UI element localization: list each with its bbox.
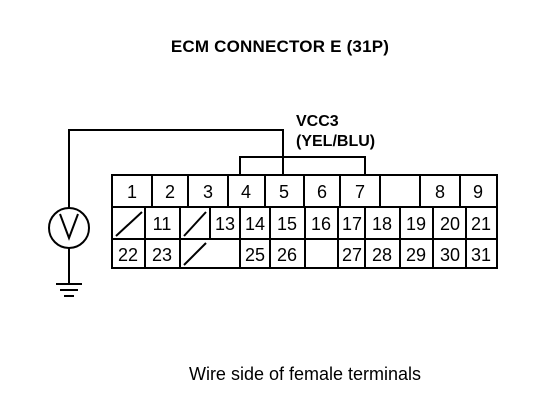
- terminal-label: 2: [165, 182, 175, 202]
- terminal-label: 11: [153, 214, 172, 234]
- voltmeter-icon: [48, 207, 90, 249]
- terminal-label: 14: [245, 214, 265, 234]
- terminal-label: 30: [440, 245, 460, 265]
- terminal-label: 17: [342, 214, 362, 234]
- terminal-label: 27: [342, 245, 362, 265]
- terminal-label: 23: [152, 245, 172, 265]
- empty-cavity-mark: [115, 211, 143, 237]
- terminal-label: 20: [440, 214, 460, 234]
- terminal-label: 7: [355, 182, 365, 202]
- terminal-label: 22: [118, 245, 138, 265]
- ground-icon: [56, 283, 82, 297]
- terminal-label: 8: [435, 182, 445, 202]
- terminal-label: 3: [203, 182, 213, 202]
- empty-cavity-mark: [183, 242, 207, 266]
- diagram-caption: Wire side of female terminals: [188, 364, 422, 384]
- terminal-label: 28: [372, 245, 392, 265]
- terminal-label: 13: [215, 214, 235, 234]
- terminal-label: 1: [127, 182, 137, 202]
- probe-lead: [68, 129, 284, 208]
- terminal-label: 18: [372, 214, 392, 234]
- connector-title: ECM CONNECTOR E (31P): [170, 37, 390, 56]
- wire-name-label: VCC3: [296, 113, 339, 130]
- terminal-label: 31: [471, 245, 491, 265]
- wire-bracket: [239, 156, 366, 175]
- voltmeter-needle: [59, 213, 79, 241]
- terminal-label: 25: [245, 245, 265, 265]
- terminal-label: 19: [406, 214, 426, 234]
- terminal-label: 9: [473, 182, 483, 202]
- terminal-label: 5: [279, 182, 289, 202]
- terminal-label: 26: [277, 245, 297, 265]
- wire-color-label: (YEL/BLU): [296, 133, 376, 150]
- terminal-label: 16: [311, 214, 331, 234]
- terminal-label: 29: [406, 245, 426, 265]
- terminal-label: 4: [241, 182, 251, 202]
- terminal-label: 15: [277, 214, 297, 234]
- terminal-label: 6: [317, 182, 327, 202]
- empty-cavity-mark: [183, 211, 207, 237]
- terminal-label: 21: [471, 214, 491, 234]
